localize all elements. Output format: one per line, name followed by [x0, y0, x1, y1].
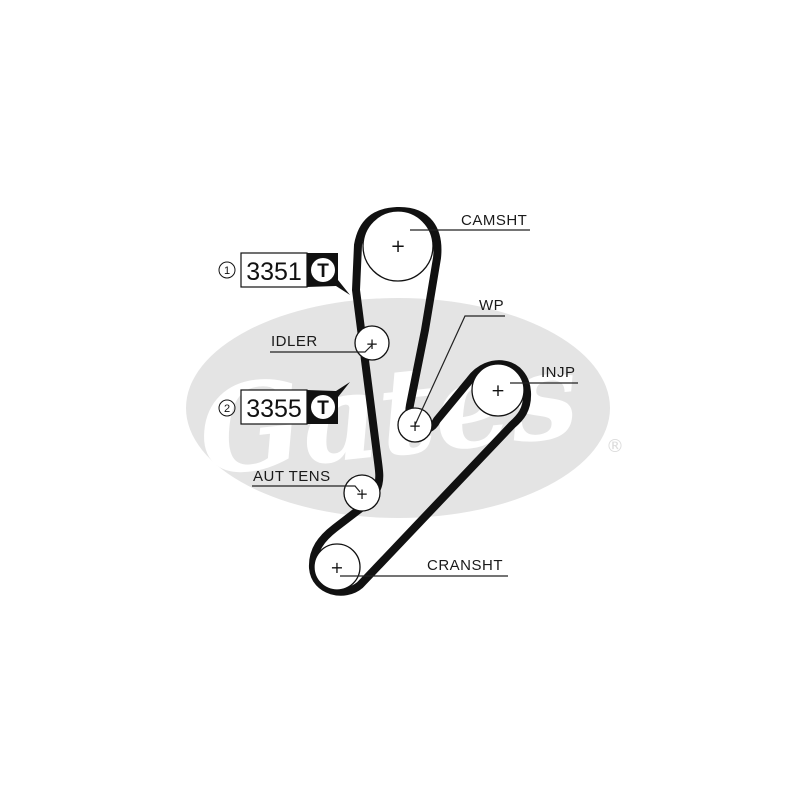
auto-tensioner-pulley: +: [343, 474, 381, 512]
spec-1-tool-letter: T: [317, 261, 329, 282]
injection-pump-center-mark: +: [491, 381, 505, 401]
logo-registered-mark: ®: [606, 436, 624, 457]
tool-t-icon: [311, 258, 335, 282]
torque-spec-1: 1 3351 T: [218, 252, 350, 295]
logo-ellipse: [186, 298, 610, 518]
auto-tensioner-center-mark: +: [356, 485, 369, 503]
auto-tensioner-label: AUT TENS: [253, 468, 331, 485]
spec-1-index: 1: [224, 265, 230, 277]
torque-spec-2: 2 3355 T: [218, 382, 350, 425]
water-pump-label: WP: [479, 297, 504, 314]
water-pump-leader: [414, 315, 505, 426]
tool-t-icon: [311, 395, 335, 419]
water-pump-center-mark: +: [409, 417, 422, 435]
crankshaft-center-mark: +: [330, 558, 343, 577]
spec-1-value: 3351: [246, 258, 302, 286]
crankshaft-label: CRANSHT: [427, 557, 503, 574]
idler-pulley: +: [354, 325, 390, 361]
idler-center-mark: +: [366, 335, 379, 353]
spec-2-index-circle: [218, 399, 236, 417]
spec-1-index-circle: [218, 261, 236, 279]
injection-pump-label: INJP: [541, 364, 576, 381]
injection-pump-pulley: +: [471, 363, 525, 417]
camshaft-label: CAMSHT: [461, 212, 527, 229]
spec-2-index: 2: [224, 403, 230, 415]
idler-leader: [270, 344, 373, 353]
spec-2-value: 3355: [246, 395, 302, 423]
leader-lines: [252, 229, 578, 577]
auto-tensioner-leader: [252, 485, 361, 493]
camshaft-pulley: +: [362, 210, 434, 282]
crankshaft-pulley: +: [313, 543, 361, 591]
spec-2-tool-letter: T: [317, 398, 329, 419]
camshaft-center-mark: +: [390, 236, 405, 257]
idler-label: IDLER: [271, 333, 318, 350]
